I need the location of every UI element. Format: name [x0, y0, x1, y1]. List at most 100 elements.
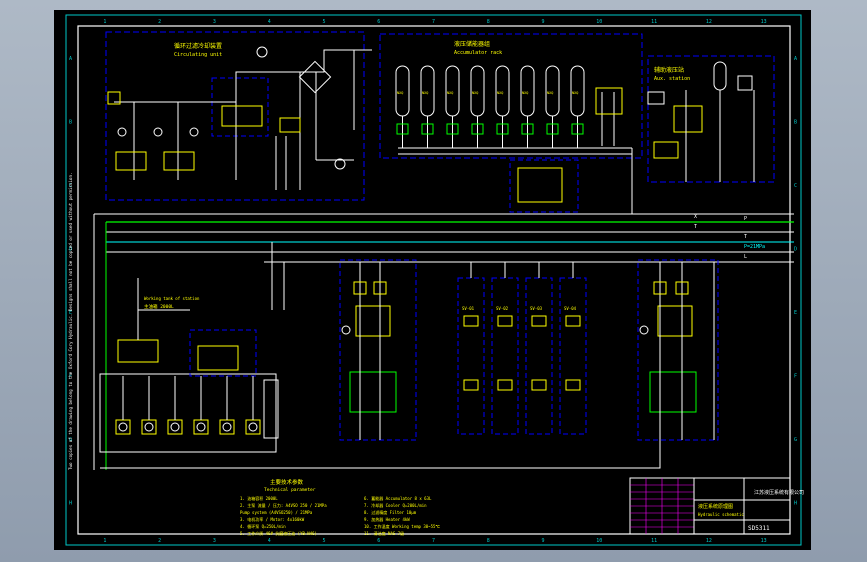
frame-column-label: 1	[103, 538, 106, 544]
valve-column-valve	[565, 379, 581, 391]
main-tank-label-cn: 主油箱 2000L	[144, 303, 174, 310]
line-label-pilot: X	[694, 214, 697, 220]
accumulator-tank-label: NXQ	[547, 91, 553, 95]
valve-column-valve	[497, 315, 513, 327]
pump-unit	[245, 419, 261, 435]
line-label-drain: L	[744, 254, 747, 260]
pump-symbol	[118, 422, 128, 432]
frame-column-label: 5	[322, 538, 325, 544]
frame-column-label: 11	[651, 19, 657, 25]
frame-column-label: 4	[268, 19, 271, 25]
frame-row-label: A	[69, 56, 72, 62]
valve-column-box	[491, 277, 519, 435]
frame-column-label: 7	[432, 19, 435, 25]
frame-column-label: 2	[158, 538, 161, 544]
frame-column-label: 3	[213, 538, 216, 544]
valve-column-label: SV-03	[530, 306, 543, 311]
accumulator-tank-label: NXQ	[447, 91, 453, 95]
accumulator-valve	[421, 123, 434, 135]
line-label-return: T	[694, 224, 697, 230]
left-station-piping	[114, 49, 372, 190]
frame-column-label: 4	[268, 538, 271, 544]
frame-row-label: C	[69, 183, 72, 189]
left-station-components	[107, 46, 346, 171]
line-label-tank: T	[744, 234, 747, 240]
title-block: 江苏液压系统有限公司 液压系统原理图 Hydraulic schematic S…	[629, 477, 804, 535]
frame-column-label: 13	[761, 19, 767, 25]
title-block-drawing-number: SD5311	[748, 525, 770, 532]
spec-item: 6. 蓄能器 Accumulator 8 x 63L	[364, 495, 432, 501]
line-label-pressure: P	[744, 216, 747, 222]
frame-column-label: 8	[487, 19, 490, 25]
frame-row-label: H	[794, 500, 797, 506]
pump-unit	[193, 419, 209, 435]
frame-row-label: H	[69, 500, 72, 506]
spec-item: 11. 清洁度 NAS 7级	[364, 530, 404, 536]
frame-column-label: 12	[706, 538, 712, 544]
frame-column-label: 5	[322, 19, 325, 25]
frame-column-label: 11	[651, 538, 657, 544]
accumulator-tank-label: NXQ	[397, 91, 403, 95]
accumulator-valve	[471, 123, 484, 135]
accumulator-tank-label: NXQ	[522, 91, 528, 95]
pump-unit	[167, 419, 183, 435]
main-tank-label: Working tank of station	[144, 296, 200, 301]
line-label-pressure-main: P=21MPa	[744, 244, 765, 250]
valve-column-valve	[531, 379, 547, 391]
spec-item: 8. 过滤精度 Filter 10μm	[364, 509, 417, 515]
bottom-return-line	[100, 440, 661, 469]
frame-column-label: 6	[377, 538, 380, 544]
frame-row-label: D	[794, 246, 797, 252]
valve-column-valve	[565, 315, 581, 327]
valve-column-valve	[463, 315, 479, 327]
accumulator-manifold	[398, 92, 633, 214]
frame-column-label: 13	[761, 538, 767, 544]
frame-column-label: 7	[432, 538, 435, 544]
frame-column-label: 10	[596, 19, 602, 25]
frame-column-label: 2	[158, 19, 161, 25]
accumulator-rack-title: 液压储能器组	[454, 40, 490, 48]
accumulator-valve	[446, 123, 459, 135]
main-headers: P T P=21MPa L X T	[93, 213, 794, 470]
valve-column-label: SV-02	[496, 306, 509, 311]
pump-units	[115, 376, 261, 435]
pump-symbol	[144, 422, 154, 432]
accumulator-rack-box: 液压储能器组 Accumulator rack	[379, 33, 643, 159]
spec-item: 3. 电机功率 / Motor: 4x160kW	[240, 516, 305, 522]
accumulator-tank-label: NXQ	[472, 91, 478, 95]
frame-row-label: G	[69, 437, 72, 443]
frame-row-label: E	[794, 310, 797, 316]
left-station-title: 循环过滤冷却装置	[174, 42, 222, 50]
frame-column-label: 6	[377, 19, 380, 25]
spec-item: 1. 油箱容积 2000L	[240, 495, 278, 501]
frame-column-label: 10	[596, 538, 602, 544]
frame-row-label: F	[69, 373, 72, 379]
frame-column-label: 9	[542, 538, 545, 544]
servo-group-left	[339, 259, 417, 441]
pump-unit	[219, 419, 235, 435]
aux-station-subtitle: Aux. station	[654, 76, 690, 82]
accumulator-valve	[521, 123, 534, 135]
title-block-drawing-name-en: Hydraulic schematic	[698, 512, 744, 517]
frame-row-label: E	[69, 310, 72, 316]
spec-heading-en: Technical parameter	[264, 487, 316, 493]
accumulator-valve	[396, 123, 409, 135]
title-block-grid	[630, 478, 694, 534]
spec-item: 9. 加热器 Heater 4kW	[364, 516, 410, 522]
pump-unit	[115, 419, 131, 435]
accumulator-tank-label: NXQ	[422, 91, 428, 95]
valve-column-label: SV-04	[564, 306, 577, 311]
frame-column-label: 8	[487, 538, 490, 544]
accumulator-tank-label: NXQ	[572, 91, 578, 95]
left-station-box: 循环过滤冷却装置 Circulating unit	[105, 31, 365, 201]
aux-station-title: 辅助液压站	[654, 66, 684, 74]
frame-row-label: C	[794, 183, 797, 189]
spec-heading: 主要技术参数	[270, 478, 304, 486]
